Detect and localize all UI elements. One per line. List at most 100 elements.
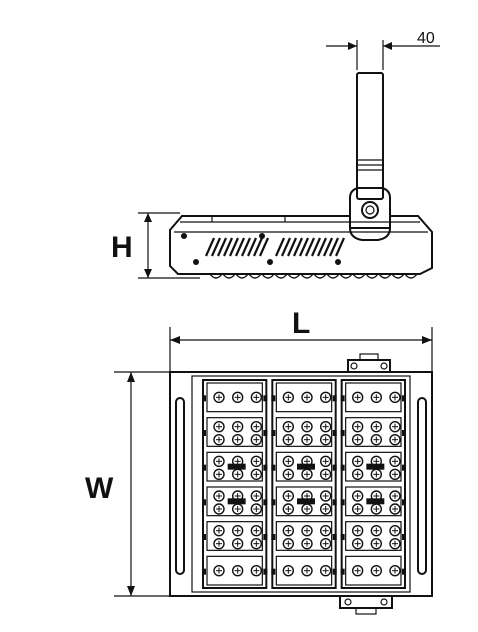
led-lens	[319, 420, 332, 433]
led-lens	[231, 524, 244, 537]
board-clip	[202, 568, 206, 575]
screw-dot	[335, 259, 341, 265]
lens-bump	[235, 273, 249, 279]
board-clip	[271, 464, 276, 471]
board-clip	[202, 395, 206, 402]
screw-dot	[267, 259, 273, 265]
board-clip	[340, 499, 345, 506]
board-clip	[402, 568, 406, 575]
bracket-width-label: 40	[417, 30, 435, 47]
led-lens	[370, 420, 383, 433]
led-lens	[282, 524, 295, 537]
lens-bump	[326, 273, 340, 279]
led-lens	[250, 503, 263, 515]
lens-bump	[274, 273, 288, 279]
housing-side-profile	[169, 215, 433, 275]
bracket-width-dimension: 40	[326, 30, 440, 70]
led-module-grid	[202, 379, 406, 589]
board-clip	[332, 464, 337, 471]
led-lens	[250, 564, 263, 577]
led-lens	[231, 537, 244, 550]
led-lens	[250, 537, 263, 550]
led-lens	[231, 564, 244, 577]
side-lens-row	[209, 273, 418, 279]
led-lens	[389, 524, 401, 537]
connector-block	[366, 498, 385, 505]
screw-dot	[181, 233, 187, 239]
led-lens	[213, 468, 225, 481]
led-lens	[351, 468, 364, 481]
fin-line	[334, 237, 346, 257]
led-lens	[213, 564, 225, 577]
connector-block	[227, 498, 246, 505]
fin-line	[286, 237, 298, 257]
lens-bump	[261, 273, 275, 279]
led-column	[202, 379, 268, 589]
led-board	[206, 451, 263, 482]
led-board	[345, 555, 402, 586]
lens-bump	[287, 273, 301, 279]
board-clip	[402, 464, 406, 471]
led-board	[275, 382, 333, 413]
lens-bump	[404, 273, 418, 279]
board-clip	[340, 430, 345, 436]
led-lens	[319, 564, 332, 577]
led-lens	[351, 391, 364, 404]
lens-bump	[352, 273, 366, 279]
width-dimension: W	[85, 371, 170, 597]
height-dimension: H	[111, 212, 200, 279]
fin-line	[240, 237, 252, 257]
led-lens	[389, 537, 401, 550]
led-lens	[250, 524, 263, 537]
led-lens	[351, 420, 364, 433]
led-lens	[319, 537, 332, 550]
length-dimension: L	[169, 307, 433, 372]
fin-line	[298, 237, 310, 257]
lens-bump	[300, 273, 314, 279]
board-clip	[332, 430, 337, 436]
board-clip	[202, 430, 206, 436]
led-board	[275, 555, 333, 586]
led-board	[206, 382, 263, 413]
led-board	[345, 521, 402, 551]
fin-line	[246, 237, 258, 257]
led-board	[206, 521, 263, 551]
led-lens	[389, 433, 401, 446]
led-board	[345, 486, 402, 517]
led-lens	[351, 524, 364, 537]
fin-line	[222, 237, 234, 257]
board-clip	[263, 499, 268, 506]
bottom-bracket-tab	[339, 595, 393, 615]
led-board	[275, 417, 333, 447]
led-board	[275, 451, 333, 482]
lens-bump	[339, 273, 353, 279]
connector-block	[227, 463, 246, 470]
led-lens	[389, 468, 401, 481]
board-clip	[332, 395, 337, 402]
lens-bump	[222, 273, 236, 279]
led-lens	[282, 391, 295, 404]
led-lens	[319, 391, 332, 404]
plan-view: L W	[85, 307, 433, 615]
led-lens	[351, 490, 364, 502]
board-clip	[271, 534, 276, 540]
board-clip	[263, 464, 268, 471]
board-clip	[271, 499, 276, 506]
led-lens	[301, 524, 313, 537]
led-board	[345, 451, 402, 482]
led-lens	[351, 537, 364, 550]
led-lens	[389, 455, 401, 468]
led-lens	[282, 503, 295, 515]
lens-bump	[313, 273, 327, 279]
top-bracket-tab	[347, 353, 391, 373]
led-board	[275, 486, 333, 517]
fin-line	[216, 237, 228, 257]
board-clip	[271, 568, 276, 575]
board-clip	[202, 464, 206, 471]
fin-line	[310, 237, 322, 257]
led-lens	[282, 420, 295, 433]
board-clip	[332, 499, 337, 506]
led-lens	[351, 433, 364, 446]
board-clip	[340, 395, 345, 402]
